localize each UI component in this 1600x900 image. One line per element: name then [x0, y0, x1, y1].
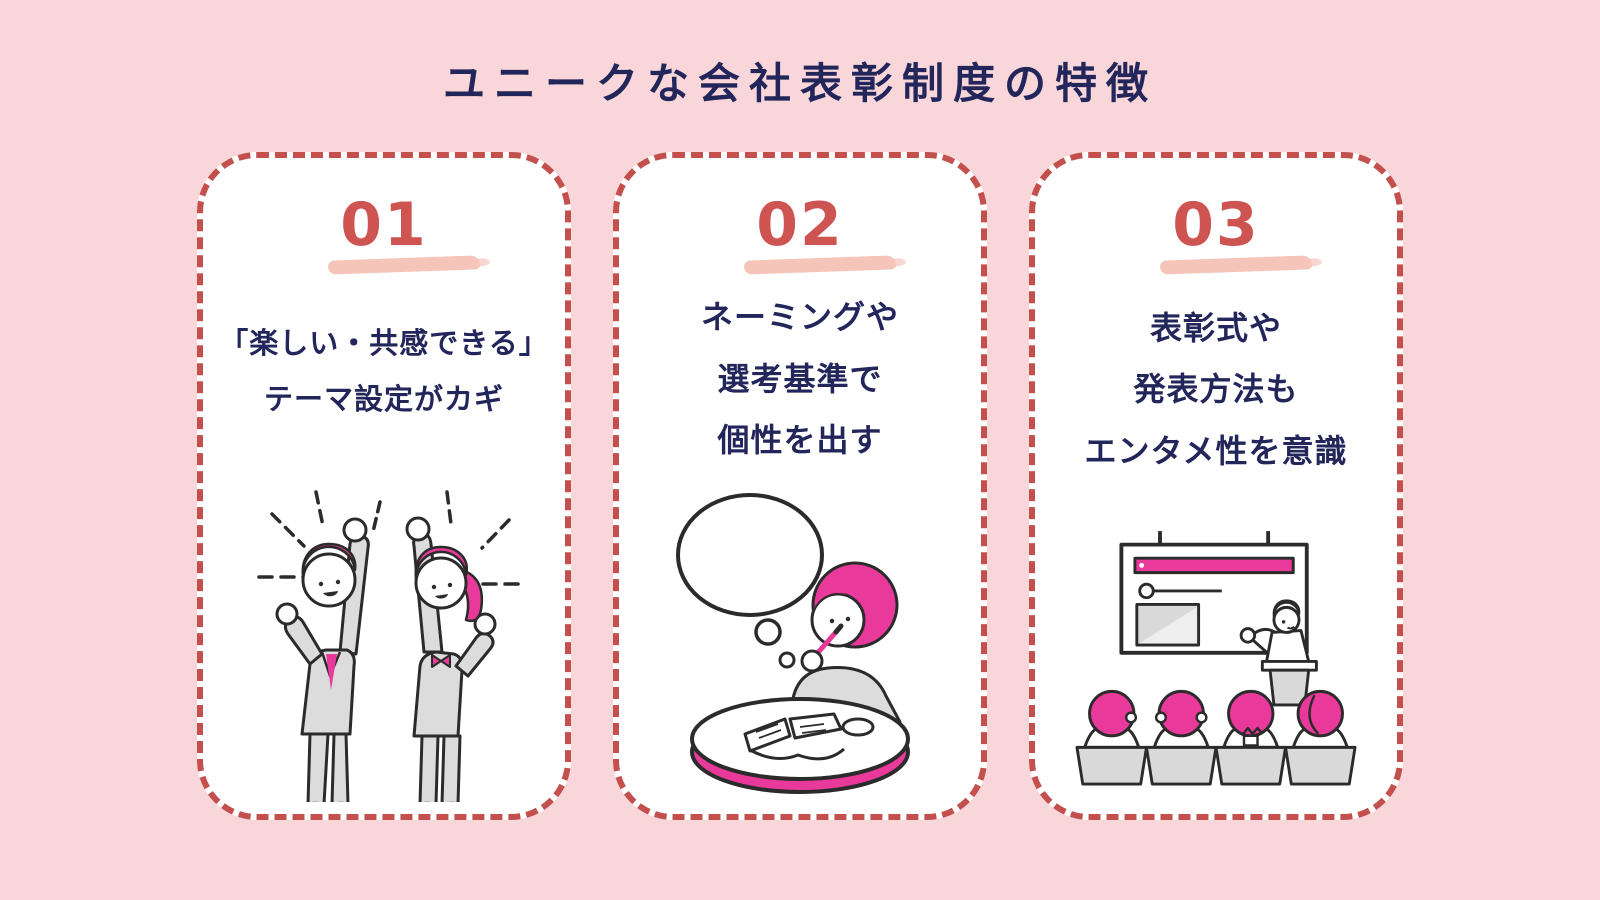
card-01-number-wrap: 01 [328, 190, 481, 275]
hand [800, 649, 824, 673]
card-text-line: エンタメ性を意識 [1084, 431, 1348, 470]
card-02-number-wrap: 02 [744, 190, 897, 279]
table-top [690, 697, 910, 781]
card-01: 01 「楽しい・共感できる」 テーマ設定がカギ [197, 152, 571, 820]
thinking-person-illustration [619, 480, 981, 814]
card-03-text: 表彰式や 発表方法も エンタメ性を意識 [1035, 284, 1397, 496]
card-01-number: 01 [340, 190, 428, 260]
card-02-text: ネーミングや 選考基準で 個性を出す [619, 279, 981, 480]
thinking-person-svg [676, 493, 910, 794]
card-02: 02 ネーミングや 選考基準で 個性を出す [613, 152, 987, 820]
card-text-line: 発表方法も [1133, 370, 1299, 409]
card-text-line: 選考基準で [717, 359, 883, 398]
page-title: ユニークな会社表彰制度の特徴 [442, 59, 1157, 108]
audience-head [1157, 689, 1205, 738]
audience-head [1227, 689, 1275, 738]
presentation-svg [1075, 531, 1357, 786]
cards-row: 01 「楽しい・共感できる」 テーマ設定がカギ [0, 152, 1600, 820]
screen-banner [1133, 556, 1295, 575]
thought-bubble [754, 618, 782, 646]
presentation-audience-illustration [1035, 496, 1397, 814]
chair [1075, 745, 1148, 786]
chair [1284, 745, 1357, 786]
celebrating-people-illustration [203, 452, 565, 814]
audience [1075, 689, 1357, 786]
celebrating-people-svg [257, 490, 520, 802]
card-text-line: 表彰式や [1149, 308, 1282, 347]
face [810, 592, 866, 648]
card-text-line: テーマ設定がカギ [263, 381, 504, 416]
card-02-number: 02 [756, 190, 844, 260]
card-text-line: 個性を出す [717, 421, 883, 460]
card-03: 03 表彰式や 発表方法も エンタメ性を意識 [1029, 152, 1403, 820]
sparkle-dashes [257, 490, 520, 586]
card-01-text: 「楽しい・共感できる」 テーマ設定がカギ [203, 270, 565, 452]
hand-on-table [841, 717, 875, 737]
card-03-number-wrap: 03 [1160, 190, 1313, 284]
chair [1214, 745, 1287, 786]
person-left [275, 517, 370, 802]
person-right [405, 516, 497, 802]
presenter [1239, 599, 1318, 707]
card-text-line: ネーミングや [700, 298, 899, 337]
card-03-number: 03 [1172, 190, 1260, 260]
audience-head [1296, 689, 1344, 738]
chair [1145, 745, 1218, 786]
card-text-line: 「楽しい・共感できる」 [219, 326, 549, 361]
